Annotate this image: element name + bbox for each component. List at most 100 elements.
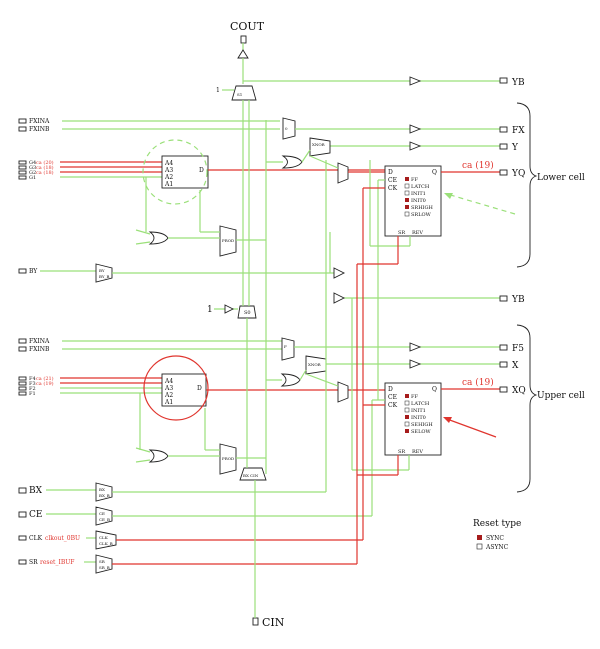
svg-text:BX: BX xyxy=(99,487,105,492)
x-buffer xyxy=(409,359,422,369)
const-one-top: 1 xyxy=(216,87,220,94)
yq-pin[interactable]: YQ xyxy=(499,169,525,179)
lower-cell-label: Lower cell xyxy=(537,173,585,183)
y-pin[interactable]: Y xyxy=(499,143,519,153)
svg-text:FXINA: FXINA xyxy=(29,338,50,345)
svg-text:A1: A1 xyxy=(164,399,173,406)
svg-text:G4: G4 xyxy=(29,160,36,166)
svg-text:CLK: CLK xyxy=(99,535,109,540)
svg-text:F3: F3 xyxy=(29,381,36,387)
fxinb-bot-pin[interactable]: FXINB xyxy=(18,346,50,353)
svg-text:ca (20): ca (20) xyxy=(36,159,54,166)
cout-pin[interactable]: COUT xyxy=(230,20,265,44)
svg-text:A3: A3 xyxy=(164,167,173,174)
svg-text:INIT0: INIT0 xyxy=(411,198,426,204)
f5-pin[interactable]: F5 xyxy=(499,344,524,354)
svg-text:PROD: PROD xyxy=(222,238,234,243)
sync-swatch xyxy=(477,535,482,540)
bx-cin-mux xyxy=(239,467,267,481)
upper-ff-options: FF LATCH INIT1 INIT0 SEHIGH SELOW xyxy=(404,394,433,435)
g-lut xyxy=(161,155,209,189)
upper-prod-mux xyxy=(219,443,237,475)
svg-text:INIT1: INIT1 xyxy=(411,191,426,197)
svg-text:SR_B: SR_B xyxy=(99,565,110,570)
svg-text:XQ: XQ xyxy=(512,386,526,396)
cout-label: COUT xyxy=(230,20,265,33)
svg-text:A2: A2 xyxy=(164,174,173,181)
svg-text:G3: G3 xyxy=(29,165,36,171)
fxina-bot-pin[interactable]: FXINA xyxy=(18,338,50,345)
svg-text:CLK_B: CLK_B xyxy=(99,541,113,546)
legend-title: Reset type xyxy=(473,519,521,529)
yb-top-pin[interactable]: YB xyxy=(499,77,525,88)
svg-text:reset_IBUF: reset_IBUF xyxy=(40,559,74,566)
svg-text:FXINA: FXINA xyxy=(29,118,50,125)
upper-cell-label: Upper cell xyxy=(537,391,585,401)
upper-d-mux xyxy=(337,381,349,403)
fxinb-top-pin[interactable]: FXINB xyxy=(18,126,50,133)
svg-text:D: D xyxy=(197,385,202,392)
f5-buffer xyxy=(409,342,422,352)
svg-text:REV: REV xyxy=(412,230,423,236)
clk-inverter-mux xyxy=(95,530,117,550)
svg-text:CE: CE xyxy=(29,510,42,520)
svg-text:BY_B: BY_B xyxy=(99,274,110,279)
svg-text:A3: A3 xyxy=(164,385,173,392)
cin-pin[interactable]: CIN xyxy=(252,616,285,629)
fxina-top-pin[interactable]: FXINA xyxy=(18,118,50,125)
svg-text:SRHIGH: SRHIGH xyxy=(411,205,434,211)
svg-text:X: X xyxy=(512,361,519,371)
const-one-mid: 1 xyxy=(207,305,213,315)
by-inverter-mux xyxy=(95,263,113,283)
upper-lut-highlight xyxy=(143,355,209,421)
f-lut xyxy=(161,373,207,407)
clk-pin[interactable]: CLK clkout_0BU xyxy=(18,535,80,542)
svg-text:ca (19): ca (19) xyxy=(36,380,54,387)
svg-text:YQ: YQ xyxy=(511,169,525,179)
f-xor-gate xyxy=(280,373,301,387)
svg-text:XNOR: XNOR xyxy=(312,142,326,147)
lower-lut-highlight xyxy=(142,139,208,205)
yb-top-buffer xyxy=(409,76,422,86)
yb-mid-pin[interactable]: YB xyxy=(499,295,525,305)
svg-text:D: D xyxy=(388,169,393,176)
svg-text:ca (18): ca (18) xyxy=(36,164,54,171)
reset-type-legend: Reset type SYNC ASYNC xyxy=(473,519,521,551)
sr-pin[interactable]: SR reset_IBUF xyxy=(18,559,74,566)
async-swatch xyxy=(476,543,483,550)
svg-text:CK: CK xyxy=(388,185,398,192)
svg-text:SR: SR xyxy=(29,559,38,566)
x-pin[interactable]: X xyxy=(499,361,519,371)
ce-pin[interactable]: CE xyxy=(18,510,42,520)
lower-register-signal: ca (19) xyxy=(462,160,494,171)
svg-text:SEHIGH: SEHIGH xyxy=(411,422,433,428)
svg-text:S1: S1 xyxy=(237,92,242,97)
yb-top-label: YB xyxy=(511,78,525,88)
svg-text:ca (21): ca (21) xyxy=(36,375,54,382)
svg-text:A4: A4 xyxy=(164,160,173,167)
lower-d-mux xyxy=(337,162,349,184)
svg-text:Q: Q xyxy=(432,169,437,176)
bx-pin[interactable]: BX xyxy=(18,486,43,496)
svg-text:CLK: CLK xyxy=(29,535,43,542)
svg-text:G1: G1 xyxy=(29,175,36,181)
upper-carry-xor xyxy=(148,449,169,463)
upper-flip-flop xyxy=(384,382,442,456)
fx-mux xyxy=(282,117,296,140)
svg-text:LATCH: LATCH xyxy=(411,184,430,190)
xq-pin[interactable]: XQ xyxy=(499,386,526,396)
svg-text:PROD: PROD xyxy=(222,456,234,461)
svg-text:XNOR: XNOR xyxy=(308,362,322,367)
svg-text:F1: F1 xyxy=(29,391,36,397)
svg-text:G2: G2 xyxy=(29,170,36,176)
by-pin[interactable]: BY xyxy=(18,268,38,275)
svg-text:D: D xyxy=(388,386,393,393)
svg-text:A4: A4 xyxy=(164,378,173,385)
routing-wires xyxy=(139,100,411,618)
svg-text:FXINB: FXINB xyxy=(29,126,50,133)
sr-inverter-mux xyxy=(95,554,113,574)
svg-text:CE: CE xyxy=(388,177,397,184)
fx-pin[interactable]: FX xyxy=(499,126,525,136)
svg-text:BX_B: BX_B xyxy=(99,493,110,498)
